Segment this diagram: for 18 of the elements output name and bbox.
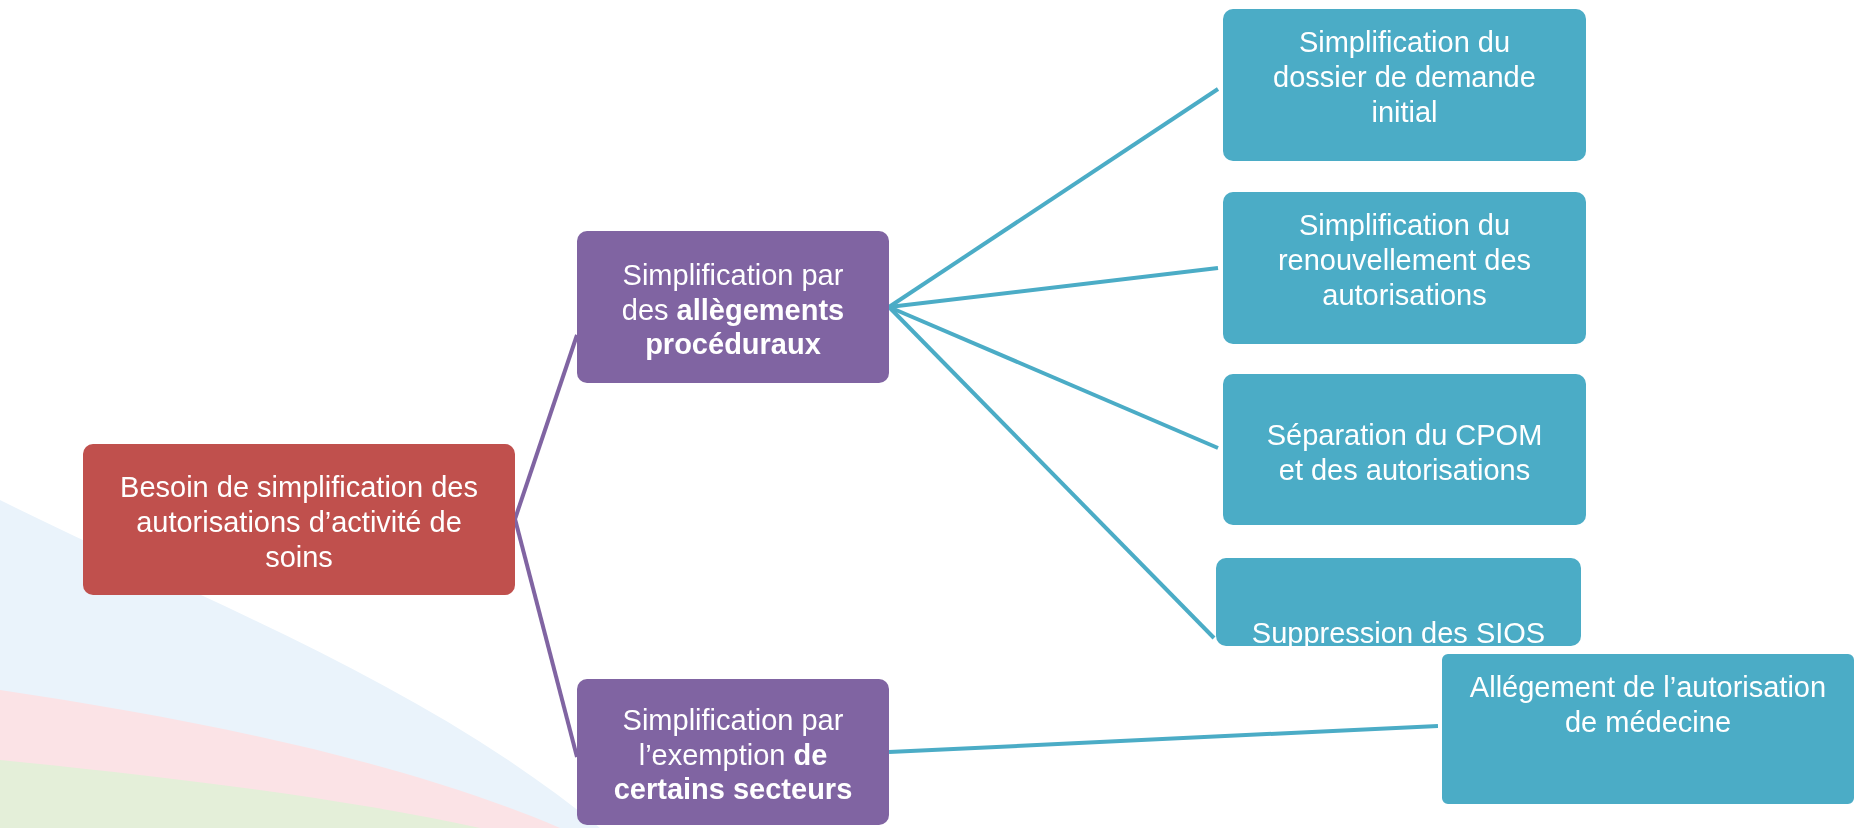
box-label: Simplification par des allègements procéduraux [620,257,846,363]
box-label: Besoin de simplification des autorisations d’activité de soins [119,470,479,575]
process-box [83,444,515,595]
box-label: Suppression des SIOS [1251,616,1546,651]
connector-line [513,334,579,520]
process-box [1223,9,1586,161]
box-label: Séparation du CPOM et des autorisations [1265,417,1544,488]
connector-line [888,724,1439,754]
box-label: Simplification du dossier de demande initial [1272,25,1537,130]
process-box [577,679,889,825]
box-label: Allégement de l’autorisation de médecine [1468,670,1828,740]
connector-line [513,518,579,758]
process-box [1216,558,1581,646]
box-label: Simplification par l’exemption de certains secteurs [612,702,854,808]
process-box [1223,192,1586,344]
process-box [577,231,889,383]
process-box [1223,374,1586,525]
box-label: Simplification du renouvellement des autorisations [1276,208,1533,313]
